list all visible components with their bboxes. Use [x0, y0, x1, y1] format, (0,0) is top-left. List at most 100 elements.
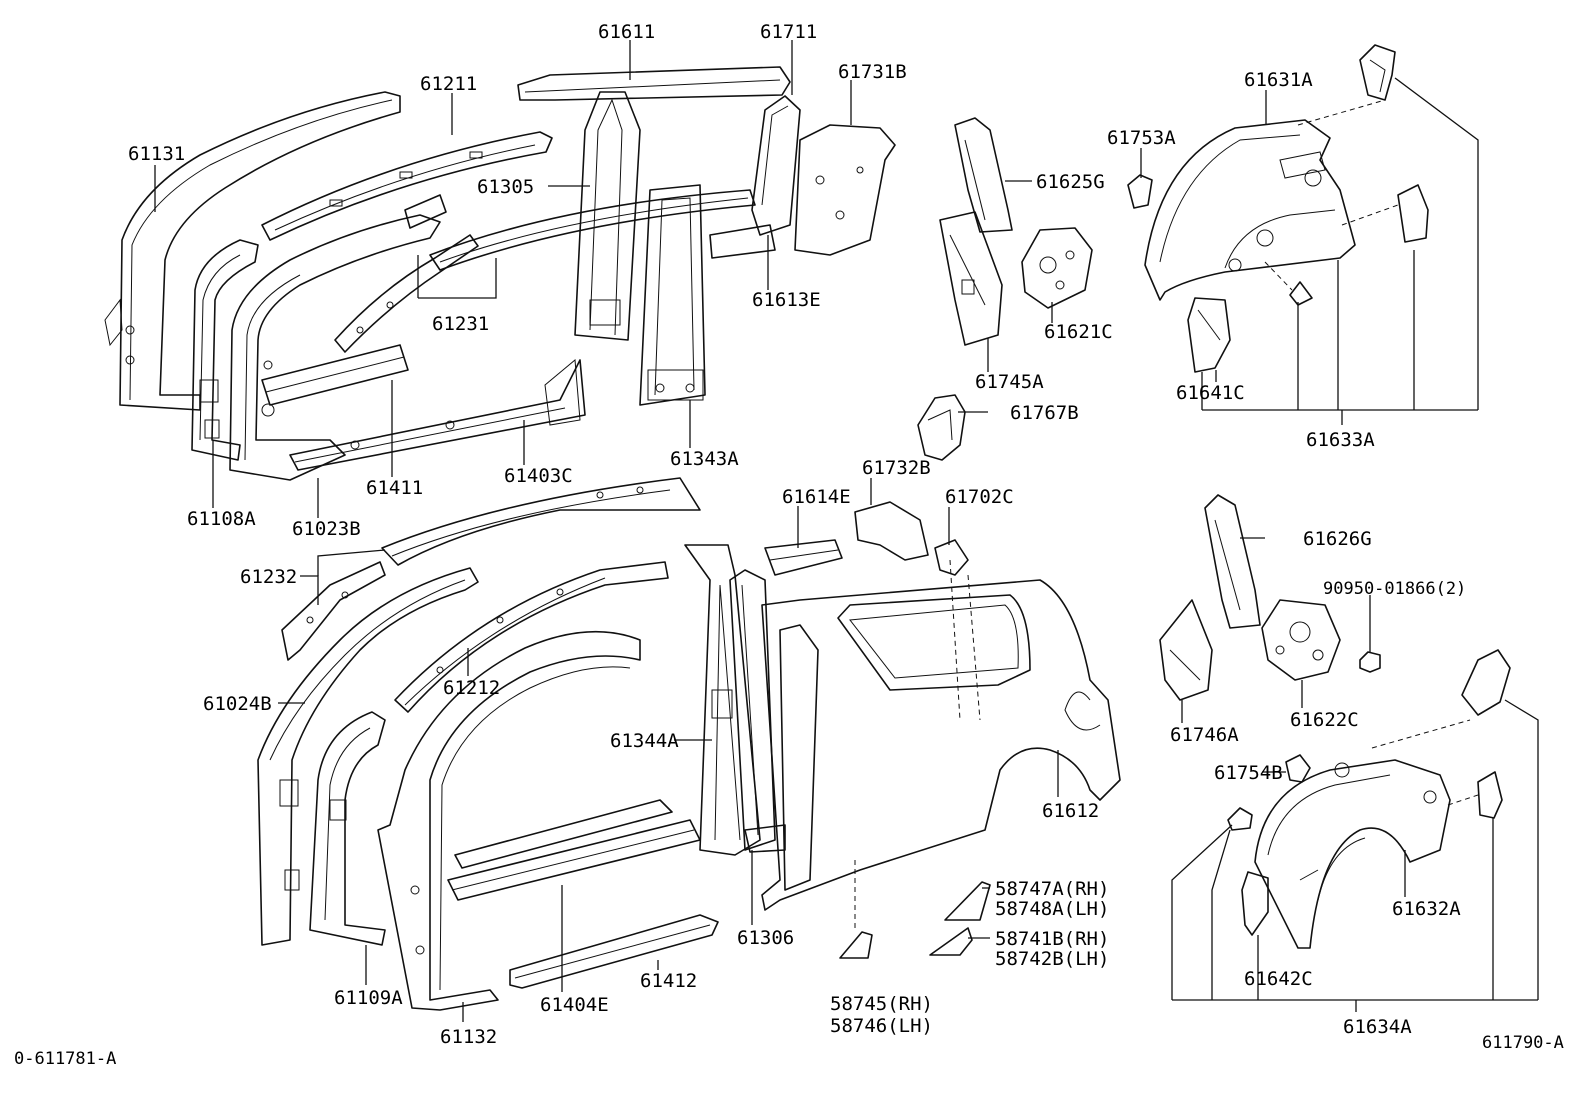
part-61411-rocker-inner — [261, 344, 409, 406]
label-61746A: 61746A — [1170, 724, 1239, 746]
label-61024B: 61024B — [203, 693, 272, 715]
part-61632A-wheelhouse — [1254, 759, 1451, 949]
label-61023B: 61023B — [292, 518, 361, 540]
label-61131: 61131 — [128, 143, 185, 165]
part-61753A — [1127, 174, 1153, 209]
label-61212: 61212 — [443, 677, 500, 699]
part-61625G — [954, 117, 1013, 233]
part-61404E-rocker — [447, 799, 701, 901]
part-61212-roof-rail — [394, 561, 669, 713]
label-61634A: 61634A — [1343, 1016, 1412, 1038]
label-61711: 61711 — [760, 21, 817, 43]
part-61642C — [1241, 871, 1269, 936]
label-61404E: 61404E — [540, 994, 609, 1016]
part-lower-pad — [1227, 807, 1253, 831]
part-61612-quarter-panel — [761, 559, 1121, 911]
part-61344A-center-pillar — [684, 544, 761, 856]
part-61621C — [1021, 227, 1093, 309]
part-labels: 61131 61211 61611 61711 61731B 61305 612… — [128, 21, 1466, 1048]
label-61412: 61412 — [640, 970, 697, 992]
part-lower-bracket — [1461, 649, 1511, 716]
label-61631A: 61631A — [1244, 69, 1313, 91]
part-61108A-front-pillar-inner — [191, 239, 259, 461]
part-61611-roof-side-rail — [517, 66, 791, 101]
part-61746A — [1159, 599, 1213, 701]
label-61612: 61612 — [1042, 800, 1099, 822]
part-61109A-pillar-inner — [309, 711, 386, 946]
label-61611: 61611 — [598, 21, 655, 43]
part-61711-quarter-inner — [709, 95, 801, 259]
part-lower-right-bracket — [1477, 771, 1503, 819]
label-58742B: 58742B(LH) — [995, 948, 1109, 970]
label-61753A: 61753A — [1107, 127, 1176, 149]
part-61403C-rocker — [289, 359, 586, 471]
part-61754B — [1285, 754, 1311, 783]
label-61343A: 61343A — [670, 448, 739, 470]
label-61108A: 61108A — [187, 508, 256, 530]
part-right-bracket — [1397, 184, 1429, 243]
part-61232-reinforcement — [281, 561, 386, 661]
label-61211: 61211 — [420, 73, 477, 95]
label-61621C: 61621C — [1044, 321, 1113, 343]
part-61231-reinforcement — [334, 194, 479, 353]
part-61622C — [1261, 599, 1341, 681]
label-61232: 61232 — [240, 566, 297, 588]
part-61131-outer-pillar — [104, 91, 401, 411]
label-61613E: 61613E — [752, 289, 821, 311]
part-61024B-outer-pillar — [257, 567, 479, 946]
part-61614E — [764, 539, 843, 576]
part-61305-center-pillar — [574, 91, 641, 341]
part-61232-rail — [381, 477, 701, 566]
leader-lines — [154, 40, 1406, 1022]
label-61632A: 61632A — [1392, 898, 1461, 920]
part-61626G — [1204, 494, 1261, 629]
part-61023B-front-pillar — [229, 214, 441, 481]
part-61767B — [917, 394, 966, 461]
part-61732B — [854, 501, 929, 561]
label-61132: 61132 — [440, 1026, 497, 1048]
part-58745-58746 — [839, 860, 873, 959]
diagram-code-left: 0-611781-A — [14, 1049, 116, 1069]
part-61702C — [934, 539, 969, 576]
callout-61634A-bracket — [1171, 699, 1539, 1012]
label-61642C: 61642C — [1244, 968, 1313, 990]
part-small-pad — [1289, 281, 1313, 306]
label-61231: 61231 — [432, 313, 489, 335]
label-61731B: 61731B — [838, 61, 907, 83]
label-61641C: 61641C — [1176, 382, 1245, 404]
label-61633A: 61633A — [1306, 429, 1375, 451]
label-58745: 58745(RH) — [830, 993, 933, 1015]
label-61754B: 61754B — [1214, 762, 1283, 784]
part-58747A-58748A — [944, 881, 991, 921]
label-58746: 58746(LH) — [830, 1015, 933, 1037]
part-61132-front-pillar — [377, 630, 641, 1011]
label-61745A: 61745A — [975, 371, 1044, 393]
part-58741B-58742B — [929, 927, 973, 956]
label-61622C: 61622C — [1290, 709, 1359, 731]
label-61626G: 61626G — [1303, 528, 1372, 550]
label-58748A: 58748A(LH) — [995, 898, 1109, 920]
part-61745A — [939, 211, 1003, 346]
label-90950-01866: 90950-01866(2) — [1323, 579, 1466, 599]
label-61344A: 61344A — [610, 730, 679, 752]
part-90950-01866-grommet — [1359, 651, 1381, 673]
label-61767B: 61767B — [1010, 402, 1079, 424]
part-61343A-pillar — [639, 184, 706, 406]
label-61411: 61411 — [366, 477, 423, 499]
callout-61633A-bracket — [1201, 77, 1479, 425]
diagram-code-right: 611790-A — [1482, 1033, 1564, 1053]
label-61625G: 61625G — [1036, 171, 1105, 193]
part-61412-rocker-outer — [509, 914, 719, 989]
label-61109A: 61109A — [334, 987, 403, 1009]
label-61614E: 61614E — [782, 486, 851, 508]
label-61306: 61306 — [737, 927, 794, 949]
label-58741B: 58741B(RH) — [995, 928, 1109, 950]
part-61631A-wheelhouse — [1144, 119, 1356, 301]
label-61305: 61305 — [477, 176, 534, 198]
part-61641C — [1187, 297, 1231, 373]
part-61211-roof-rail — [261, 131, 553, 241]
label-58747A: 58747A(RH) — [995, 878, 1109, 900]
label-61403C: 61403C — [504, 465, 573, 487]
